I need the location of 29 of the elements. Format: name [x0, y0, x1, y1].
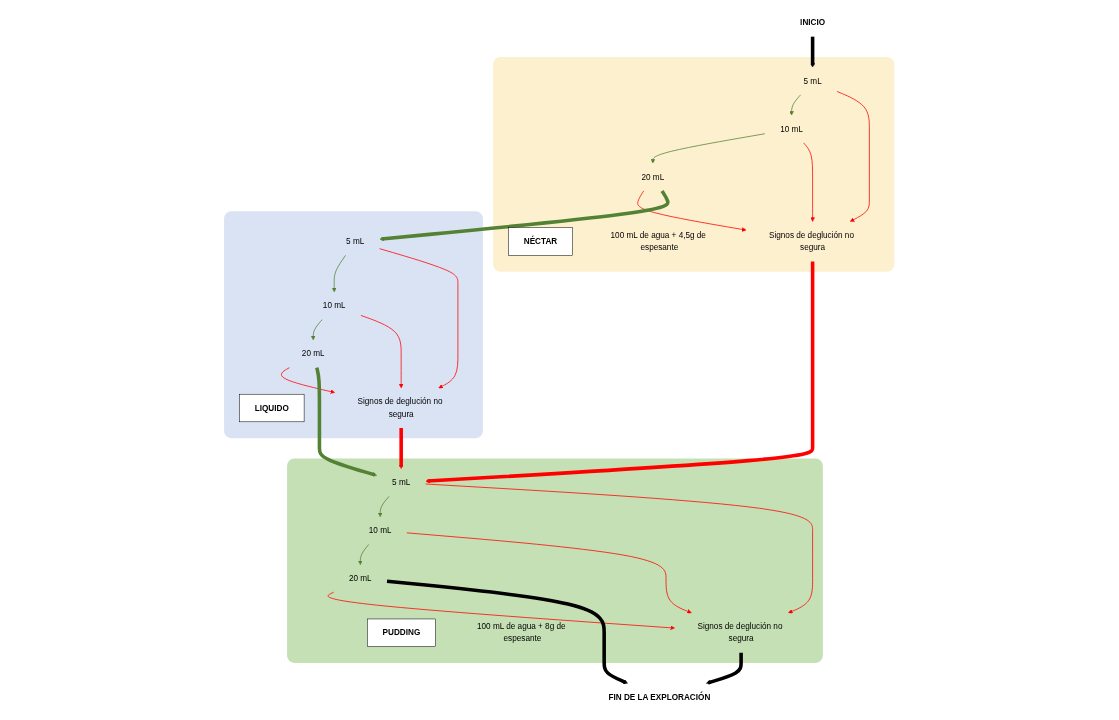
node-text: INICIO: [800, 18, 826, 27]
node-text: 5 mL: [392, 477, 411, 487]
node-text: 5 mL: [346, 236, 365, 246]
node-text: 5 mL: [803, 76, 822, 86]
node-text: 100 mL de agua + 8g de espesante: [477, 622, 566, 643]
node-text: 10 mL: [780, 124, 804, 134]
node-text: 100 mL de agua + 4,5g de espesante: [610, 230, 707, 252]
node-text: FIN DE LA EXPLORACIÓN: [608, 692, 711, 702]
arrow: [315, 367, 378, 477]
node-text: 20 mL: [349, 574, 372, 583]
arrow: [425, 261, 815, 484]
arrow: [706, 652, 744, 685]
node-text: Signos de deglución no segura: [769, 230, 855, 252]
arrow: [387, 579, 629, 685]
cluster: [493, 57, 895, 272]
arrow: [399, 427, 404, 469]
node-box: PUDDING: [367, 618, 437, 647]
node-text: 10 mL: [323, 301, 346, 310]
arrow: [810, 36, 816, 68]
node-box: LIQUIDO: [239, 393, 305, 423]
node-text: 20 mL: [302, 349, 325, 358]
cluster: [287, 458, 824, 663]
node-text: 20 mL: [641, 172, 665, 182]
arrow: [379, 189, 670, 241]
node-text: Signos de deglución no segura: [357, 397, 443, 419]
node-text: Signos de deglución no segura: [697, 622, 783, 643]
cluster: [224, 211, 484, 439]
node-text: 10 mL: [369, 526, 392, 535]
node-box: NÉCTAR: [508, 227, 574, 256]
